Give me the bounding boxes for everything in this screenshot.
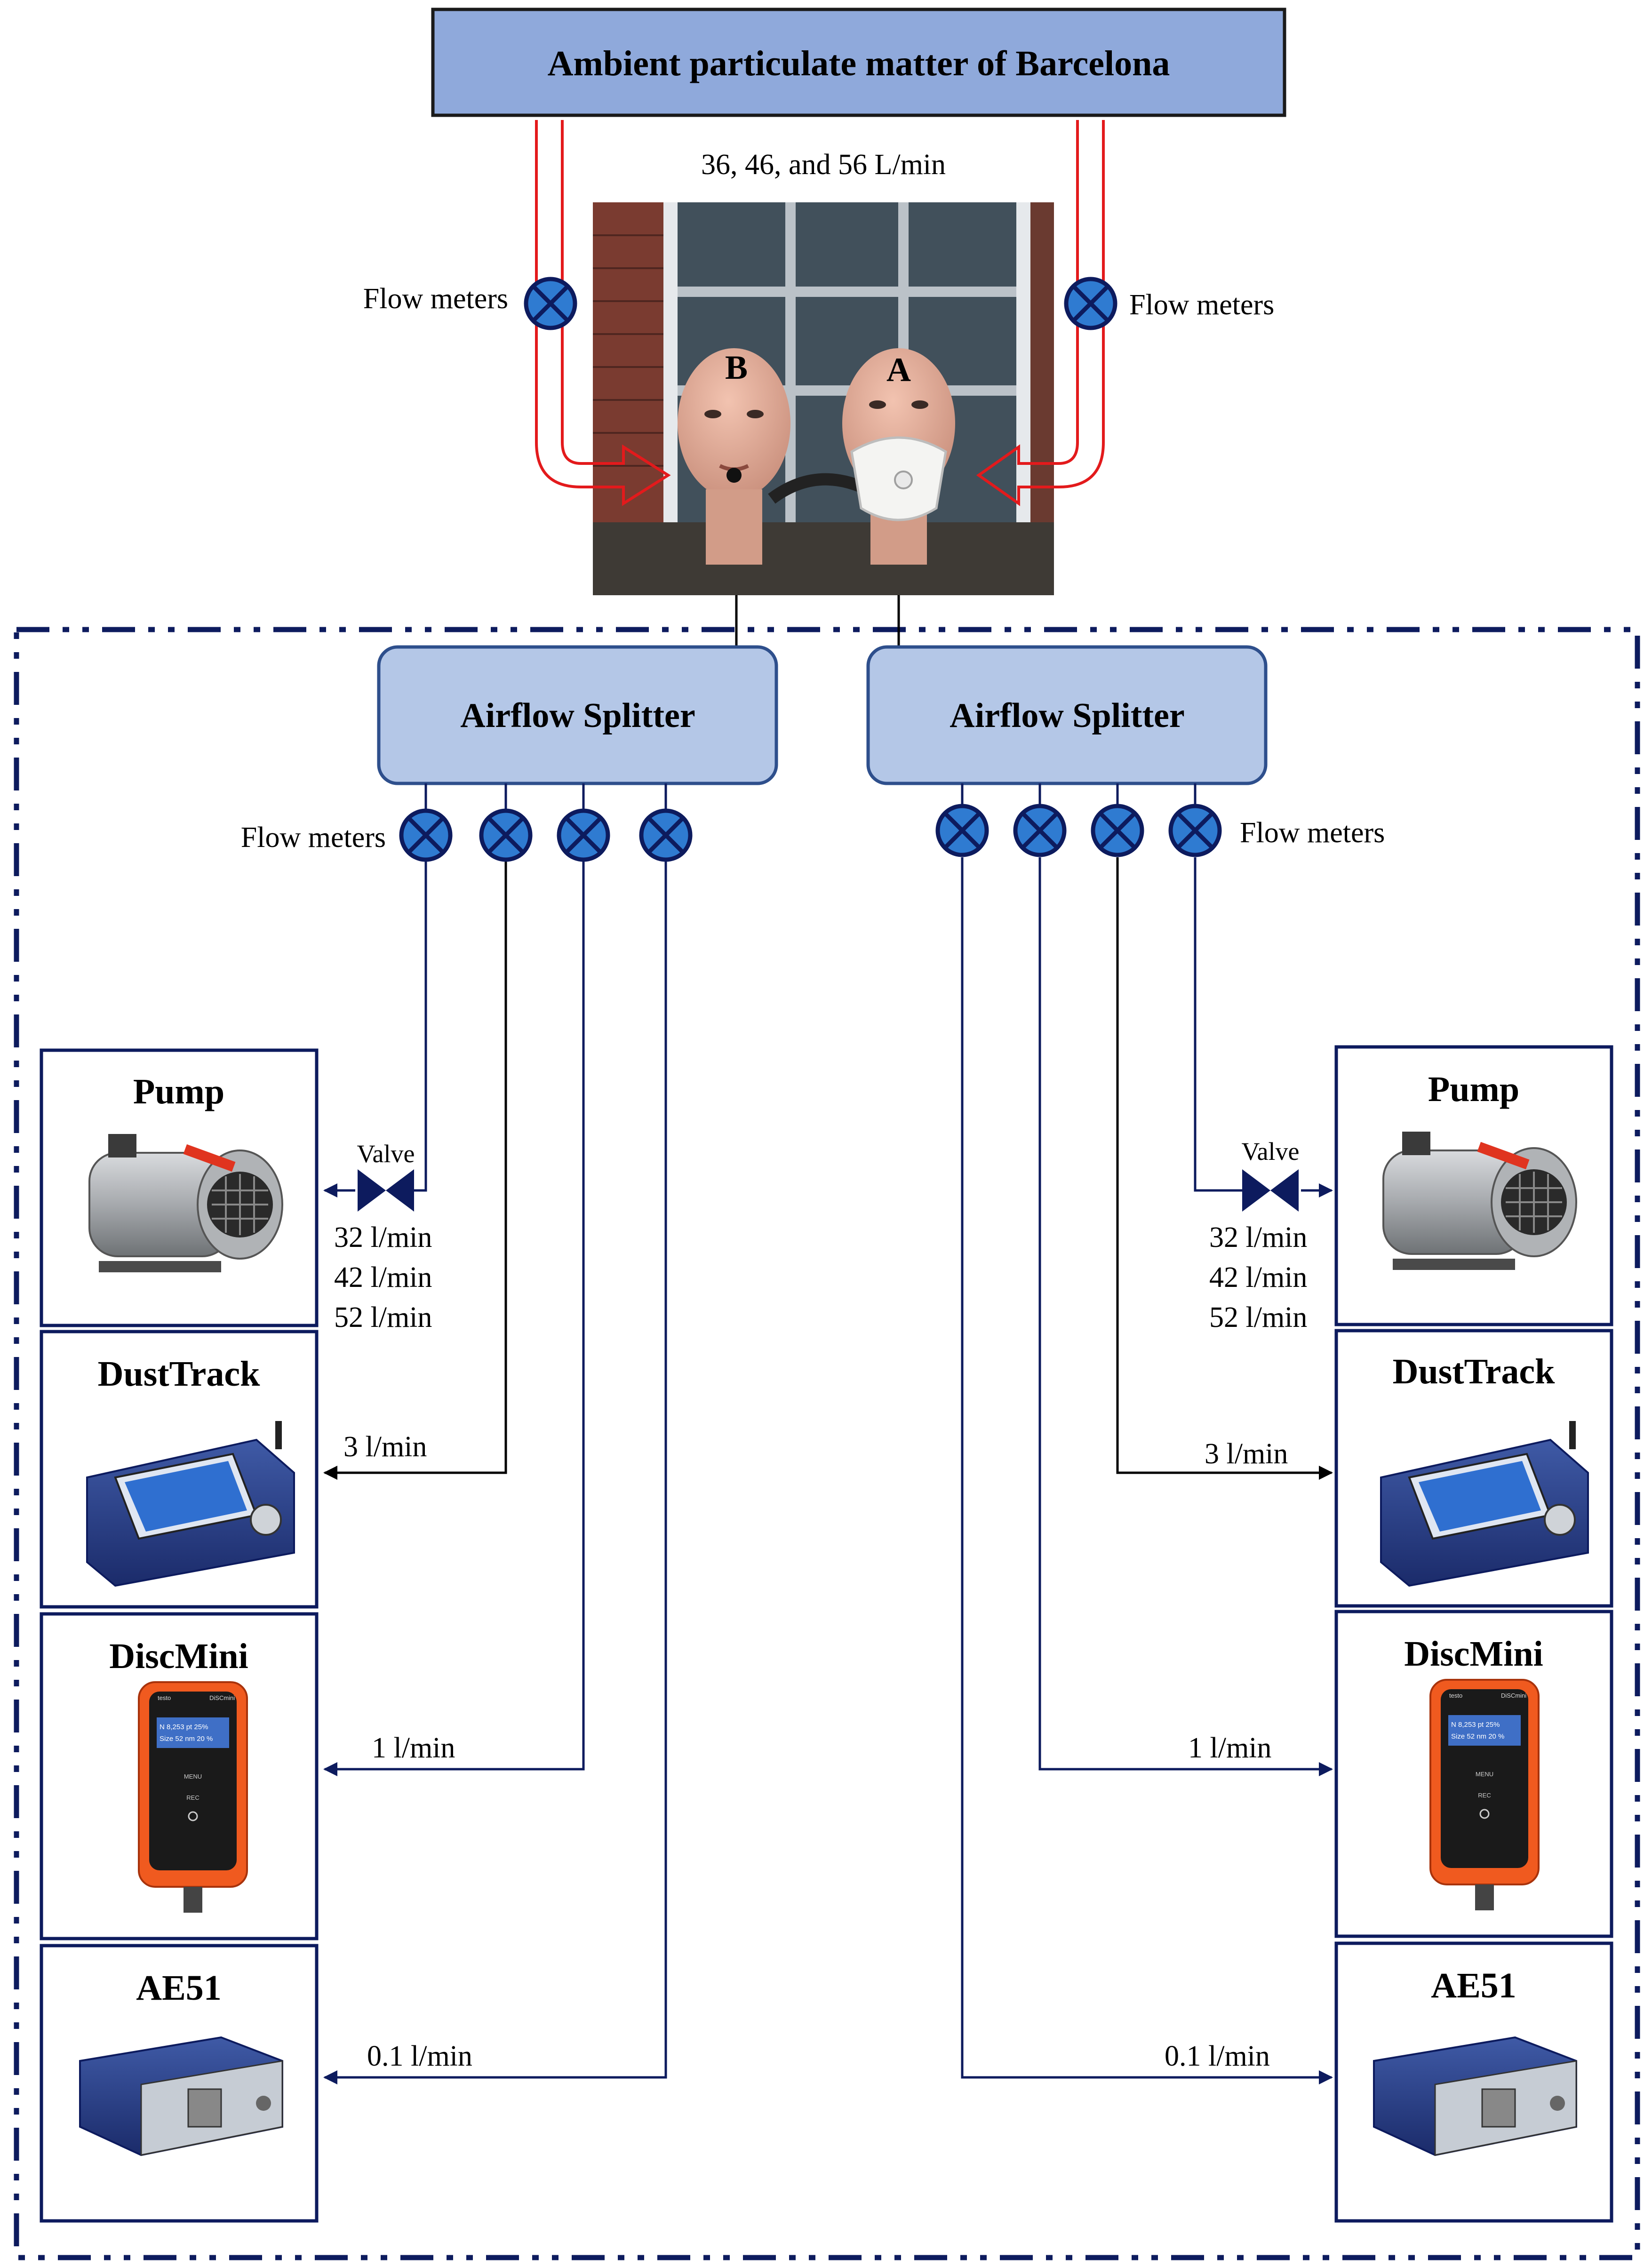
pump-image-left xyxy=(88,1134,283,1272)
ae51-image-right xyxy=(1373,2036,1577,2156)
connector-dusttrack-left xyxy=(323,861,507,1480)
discmini-rec-right: REC xyxy=(1478,1792,1491,1799)
pump-flow-right-1: 32 l/min xyxy=(1209,1221,1307,1253)
flow-meters-label-top-right: Flow meters xyxy=(1129,289,1274,321)
mannequin-photo: B A xyxy=(593,202,1054,595)
dusttrack-title-left: DustTrack xyxy=(98,1354,261,1394)
flow-meter-icon xyxy=(1066,279,1115,328)
dusttrack-title-right: DustTrack xyxy=(1393,1352,1556,1391)
pump-flow-right-2: 42 l/min xyxy=(1209,1261,1307,1293)
discmini-title-right: DiscMini xyxy=(1404,1634,1543,1674)
discmini-line2-right: Size 52 nm 20 % xyxy=(1451,1732,1504,1740)
discmini-rec-left: REC xyxy=(186,1794,199,1801)
mannequin-a-label: A xyxy=(886,351,911,389)
connector-dusttrack-right xyxy=(1116,857,1333,1480)
pump-flow-left-3: 52 l/min xyxy=(334,1301,432,1333)
flow-meter-icon xyxy=(1171,806,1220,855)
valve-icon xyxy=(358,1169,414,1212)
discmini-line2-left: Size 52 nm 20 % xyxy=(160,1735,213,1743)
ae51-flow-left: 0.1 l/min xyxy=(367,2040,472,2072)
valve-label-right: Valve xyxy=(1242,1137,1300,1165)
valve-label-left: Valve xyxy=(357,1140,415,1168)
discmini-menu-right: MENU xyxy=(1476,1771,1493,1778)
inlet-tube-right xyxy=(976,120,1105,506)
pump-title-left: Pump xyxy=(133,1072,224,1111)
flow-rates-label: 36, 46, and 56 L/min xyxy=(701,149,946,181)
enclosure-border xyxy=(14,627,1640,2260)
flow-meter-icon xyxy=(401,811,450,860)
airflow-splitter-left-label: Airflow Splitter xyxy=(460,696,695,735)
pump-title-right: Pump xyxy=(1428,1070,1519,1109)
discmini-image-right: testo DiSCmini N 8,253 pt 25% Size 52 nm… xyxy=(1429,1679,1540,1910)
discmini-line1-left: N 8,253 pt 25% xyxy=(160,1723,208,1731)
discmini-brand-right: testo xyxy=(1449,1692,1462,1699)
flow-meter-icon xyxy=(526,279,575,328)
dusttrack-flow-right: 3 l/min xyxy=(1205,1438,1288,1470)
flow-meters-label-right: Flow meters xyxy=(1240,817,1385,849)
pump-image-right xyxy=(1382,1132,1577,1270)
pump-flow-right-3: 52 l/min xyxy=(1209,1301,1307,1333)
discmini-brand-left: testo xyxy=(158,1694,171,1701)
flow-meter-icon xyxy=(938,806,987,855)
right-distribution-lines xyxy=(961,783,1333,2084)
flow-meter-icon xyxy=(1015,806,1064,855)
airflow-splitter-right-label: Airflow Splitter xyxy=(950,696,1184,735)
airflow-splitter-right xyxy=(866,645,1268,785)
flow-meter-icon xyxy=(481,811,530,860)
ae51-title-right: AE51 xyxy=(1431,1966,1516,2005)
title-box xyxy=(431,8,1286,117)
flow-meter-icon xyxy=(641,811,690,860)
diagram-title: Ambient particulate matter of Barcelona xyxy=(548,44,1170,83)
ae51-title-left: AE51 xyxy=(136,1968,222,2008)
discmini-flow-left: 1 l/min xyxy=(372,1732,455,1764)
discmini-flow-right: 1 l/min xyxy=(1188,1732,1271,1764)
mannequin-b-label: B xyxy=(725,349,748,386)
dusttrack-flow-left: 3 l/min xyxy=(343,1431,427,1463)
flow-meter-icon xyxy=(559,811,608,860)
dusttrack-image-right xyxy=(1380,1421,1589,1587)
dusttrack-image-left xyxy=(86,1421,295,1587)
valve-icon xyxy=(1242,1169,1299,1212)
pump-flow-left-1: 32 l/min xyxy=(334,1221,432,1253)
airflow-splitter-left xyxy=(377,645,778,785)
discmini-image-left: testo DiSCmini N 8,253 pt 25% Size 52 nm… xyxy=(138,1681,248,1913)
inlet-tube-left xyxy=(535,120,671,506)
left-distribution-lines xyxy=(323,783,667,2084)
flow-meter-icon xyxy=(1093,806,1142,855)
pump-flow-left-2: 42 l/min xyxy=(334,1261,432,1293)
flow-meters-label-left: Flow meters xyxy=(241,822,386,854)
flow-meters-label-top-left: Flow meters xyxy=(363,283,508,315)
discmini-model-left: DiSCmini xyxy=(209,1694,235,1701)
ae51-image-left xyxy=(79,2036,283,2156)
discmini-title-left: DiscMini xyxy=(109,1636,248,1676)
discmini-line1-right: N 8,253 pt 25% xyxy=(1451,1721,1500,1729)
discmini-menu-left: MENU xyxy=(184,1773,202,1780)
discmini-model-right: DiSCmini xyxy=(1501,1692,1526,1699)
ae51-flow-right: 0.1 l/min xyxy=(1165,2040,1270,2072)
